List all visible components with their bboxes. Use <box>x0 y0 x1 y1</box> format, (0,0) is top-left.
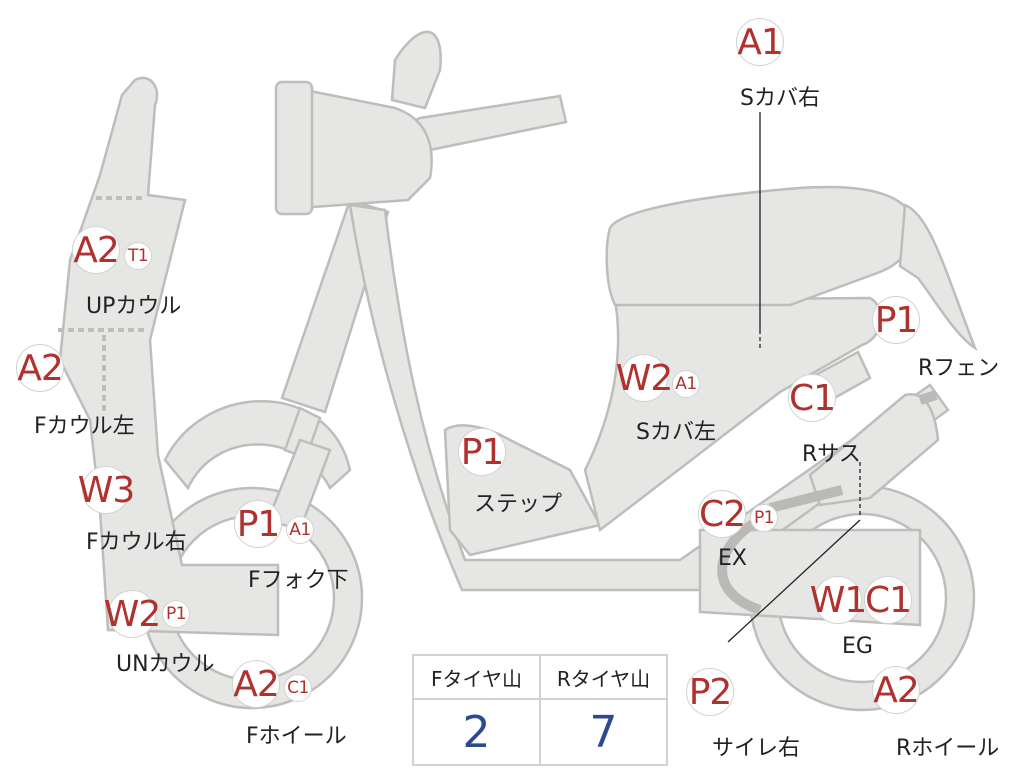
label-engine: EG <box>842 634 873 659</box>
front-fender-shape <box>163 400 352 491</box>
label-s-cover-right: Sカバ右 <box>740 86 820 111</box>
label-silencer-right: サイレ右 <box>712 736 801 761</box>
code-c2-exhaust: C2 <box>698 490 746 538</box>
code-w2-s-cover-left: W2 <box>616 354 673 402</box>
label-up-cowl: UPカウル <box>86 294 182 319</box>
rear-fender-shape <box>898 203 978 352</box>
code-p1-exhaust: P1 <box>750 504 778 532</box>
code-p1-f-fork-lower: P1 <box>234 500 282 548</box>
code-c1-engine: C1 <box>864 576 912 624</box>
code-p2-silencer-right: P2 <box>686 668 734 716</box>
tyre-tread-table: Fタイヤ山 Rタイヤ山 2 7 <box>412 654 668 766</box>
code-a1-f-fork-lower: A1 <box>286 516 314 544</box>
code-p1-step: P1 <box>458 428 506 476</box>
tyre-header-front: Fタイヤ山 <box>412 654 541 700</box>
code-c1-r-suspension: C1 <box>788 374 836 422</box>
engine-upper-shape <box>808 392 940 507</box>
meter-shape <box>274 80 314 216</box>
handle-cover-shape <box>298 88 433 210</box>
label-exhaust: EX <box>718 546 747 571</box>
label-r-suspension: Rサス <box>802 442 861 467</box>
tyre-header-rear: Rタイヤ山 <box>539 654 668 700</box>
label-f-cowl-left: Fカウル左 <box>34 414 135 439</box>
code-a2-up-cowl: A2 <box>72 226 120 274</box>
label-step: ステップ <box>474 492 563 517</box>
tyre-value-rear: 7 <box>539 698 668 766</box>
code-a2-f-cowl-left: A2 <box>16 344 64 392</box>
label-r-fender: Rフェン <box>918 356 1000 381</box>
code-a2-f-wheel: A2 <box>232 660 280 708</box>
code-w3-f-cowl-right: W3 <box>78 466 135 514</box>
label-s-cover-left: Sカバ左 <box>636 420 716 445</box>
label-f-cowl-right: Fカウル右 <box>86 530 187 555</box>
tyre-value-front: 2 <box>412 698 541 766</box>
label-f-fork-lower: Fフォク下 <box>248 568 349 593</box>
code-c1-f-wheel: C1 <box>284 674 312 702</box>
code-p1-un-cowl: P1 <box>162 600 190 628</box>
label-f-wheel: Fホイール <box>246 724 347 749</box>
code-a2-r-wheel: A2 <box>872 666 920 714</box>
code-a1-s-cover-right: A1 <box>736 18 784 66</box>
code-t1-up-cowl: T1 <box>124 242 152 270</box>
label-r-wheel: Rホイール <box>896 736 1000 761</box>
code-w1-engine: W1 <box>810 576 867 624</box>
frame-shape <box>348 203 950 592</box>
code-a1-s-cover-left: A1 <box>672 370 700 398</box>
headlight-shape <box>390 30 442 110</box>
label-un-cowl: UNカウル <box>116 652 215 677</box>
code-w2-un-cowl: W2 <box>104 590 161 638</box>
code-p1-r-fender: P1 <box>872 296 920 344</box>
